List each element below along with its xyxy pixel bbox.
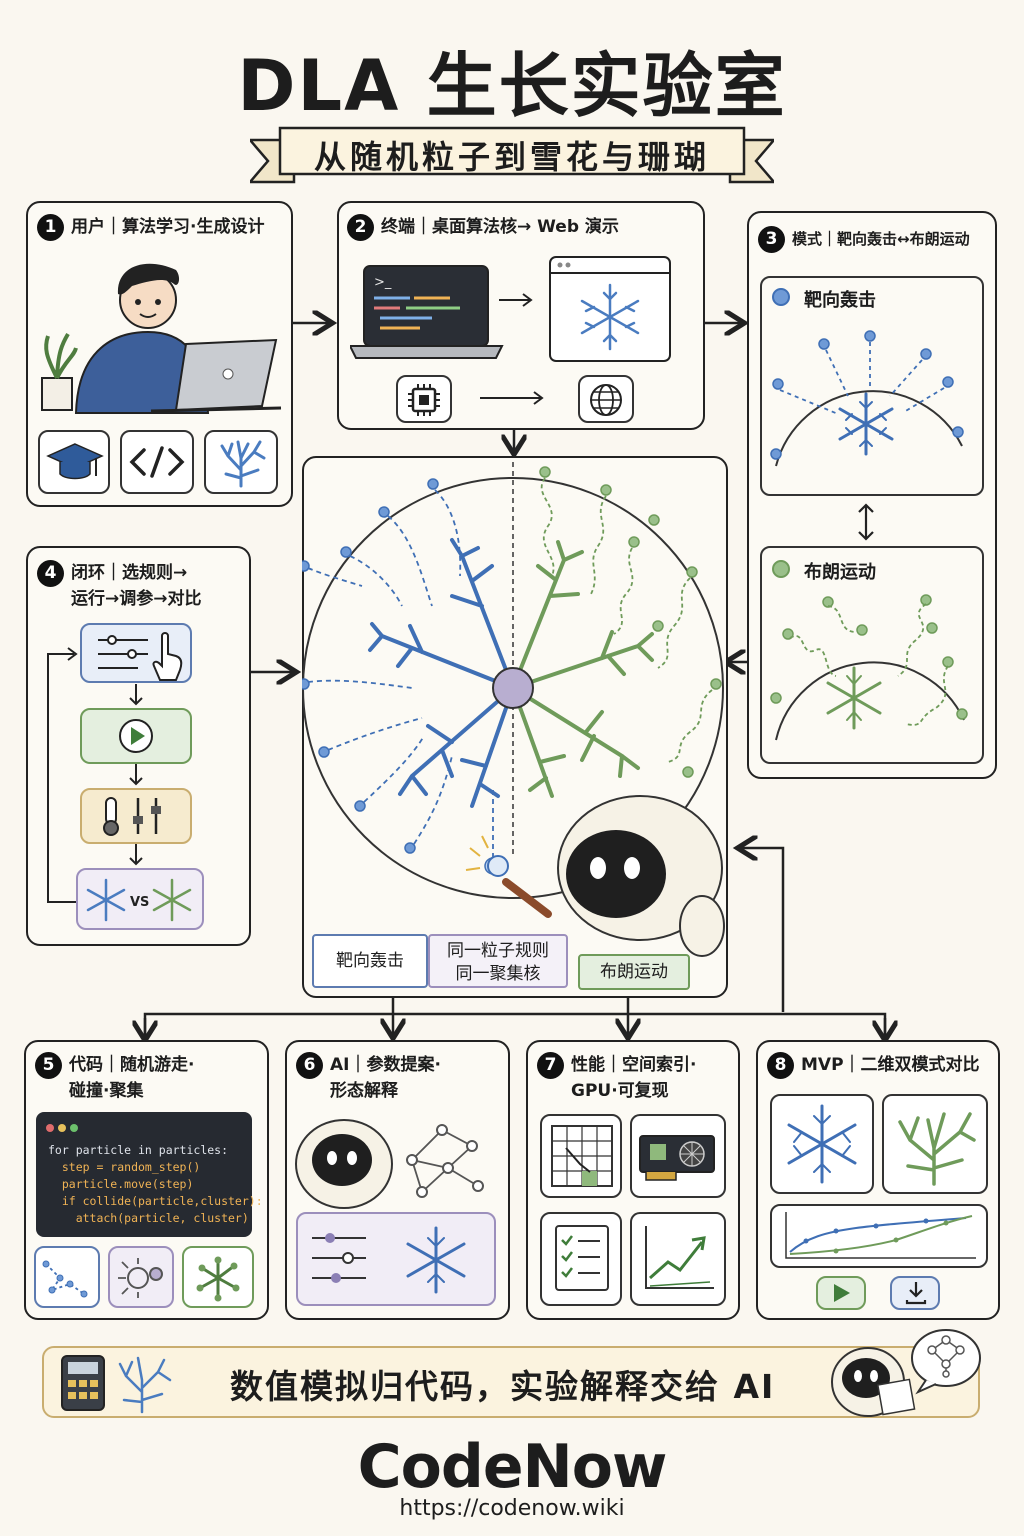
arrow-icon <box>499 293 533 307</box>
brand-url[interactable]: https://codenow.wiki <box>399 1496 625 1521</box>
green-coral-icon <box>898 1112 976 1186</box>
loop-flow <box>47 647 143 903</box>
brand-logo: CodeNow <box>357 1432 668 1502</box>
mascot-with-network-bubble <box>831 1329 981 1417</box>
run-step[interactable] <box>80 708 192 764</box>
blue-dot-icon <box>772 288 790 306</box>
checklist-icon <box>555 1225 609 1291</box>
download-icon <box>905 1282 927 1305</box>
code-snippet: for particle in particles: step = random… <box>36 1112 263 1237</box>
brownian-diagram <box>770 594 968 741</box>
globe-icon <box>590 384 622 416</box>
blue-snowflake-icon <box>787 1104 857 1184</box>
panel-code-header: 5 代码｜随机游走· 碰撞·聚集 <box>35 1052 194 1104</box>
coral-icon <box>220 440 266 488</box>
targeted-diagram <box>770 330 964 467</box>
panel-loop-header: 4 闭环｜选规则→ 运行→调参→对比 <box>37 560 202 612</box>
step-number: 3 <box>758 226 785 253</box>
panel-terminal-header: 2 终端｜桌面算法核→ Web 演示 <box>347 214 619 241</box>
panel-performance-header: 7 性能｜空间索引· GPU·可复现 <box>537 1052 696 1104</box>
panel-loop-title-2: 运行→调参→对比 <box>71 589 202 609</box>
panel-loop-title-1: 闭环｜选规则→ <box>71 563 188 583</box>
compare-snowflakes: VS <box>86 878 192 922</box>
mode-brownian-label: 布朗运动 <box>804 562 876 583</box>
panel-ai-title-1: AI｜参数提案· <box>330 1055 441 1075</box>
code-brackets-icon <box>129 446 185 478</box>
step-number: 5 <box>35 1052 62 1079</box>
panel-ai-header: 6 AI｜参数提案· 形态解释 <box>296 1052 441 1104</box>
step-number: 2 <box>347 214 374 241</box>
mascot <box>465 795 725 957</box>
subtitle: 从随机粒子到雪花与珊瑚 <box>313 138 710 176</box>
trend-up-icon <box>645 1226 714 1289</box>
random-walk-icon <box>42 1260 88 1298</box>
tag-shared-rules-line2: 同一聚集核 <box>455 964 541 984</box>
panel-performance-title-2: GPU·可复现 <box>571 1081 669 1101</box>
panel-user-header: 1 用户｜算法学习·生成设计 <box>37 214 264 241</box>
ai-mascot-network <box>295 1119 484 1209</box>
step-number: 7 <box>537 1052 564 1079</box>
browser-window <box>549 256 671 362</box>
panel-code-title-2: 碰撞·聚集 <box>69 1081 144 1101</box>
dla-growth-diagram <box>302 462 725 957</box>
step-number: 8 <box>767 1052 794 1079</box>
tag-shared-rules: 同一粒子规则 同一聚集核 <box>428 934 568 988</box>
mode-targeted-label: 靶向轰击 <box>804 290 876 311</box>
page-title: DLA 生长实验室 <box>237 45 787 127</box>
panel-mvp-header: 8 MVP｜二维双模式对比 <box>767 1052 980 1079</box>
step-number: 1 <box>37 214 64 241</box>
gpu-icon <box>639 1135 715 1181</box>
panel-user-title: 用户｜算法学习·生成设计 <box>71 217 265 237</box>
panel-performance-title-1: 性能｜空间索引· <box>571 1055 697 1075</box>
ribbon-banner <box>250 126 774 184</box>
collision-card <box>108 1246 174 1308</box>
tag-shared-rules-line1: 同一粒子规则 <box>447 941 549 961</box>
collision-icon <box>118 1258 163 1298</box>
mode-brownian-card[interactable] <box>760 546 984 764</box>
summary-bar <box>42 1346 980 1418</box>
parameter-sliders-snowflake <box>312 1226 466 1294</box>
green-dot-icon <box>772 560 790 578</box>
code-line: if collide(particle,cluster): <box>48 1194 263 1208</box>
step-number: 6 <box>296 1052 323 1079</box>
sliders-hand-icon <box>98 632 183 681</box>
aggregate-card <box>182 1246 254 1308</box>
summary-text: 数值模拟归代码，实验解释交给 AI <box>230 1367 776 1406</box>
mvp-comparison-chart <box>785 1212 976 1259</box>
code-line: for particle in particles: <box>48 1143 229 1157</box>
tag-targeted: 靶向轰击 <box>312 934 428 988</box>
tag-brownian: 布朗运动 <box>578 954 690 990</box>
graduation-cap-icon <box>46 443 104 480</box>
terminal-prompt: >_ <box>374 275 392 290</box>
code-line: step = random_step() <box>48 1160 201 1174</box>
arrow-icon <box>480 391 544 405</box>
compare-step[interactable] <box>76 868 204 930</box>
panel-mvp-title: MVP｜二维双模式对比 <box>801 1055 980 1075</box>
panel-modes-header: 3 模式｜靶向轰击↔布朗运动 <box>758 226 970 253</box>
play-icon <box>834 1284 850 1302</box>
swap-arrow-icon <box>858 503 874 541</box>
code-line: attach(particle, cluster) <box>48 1211 249 1225</box>
panel-modes-title: 模式｜靶向轰击↔布朗运动 <box>792 230 970 248</box>
play-icon <box>119 719 153 753</box>
vs-label: VS <box>130 895 149 910</box>
calculator-coral-icons <box>61 1355 172 1414</box>
step-number: 4 <box>37 560 64 587</box>
thermometer-sliders-icon <box>103 797 161 836</box>
user-illustration <box>41 263 282 414</box>
panel-code-title-1: 代码｜随机游走· <box>69 1055 195 1075</box>
random-walk-card <box>34 1246 100 1308</box>
laptop-terminal: >_ <box>350 265 504 359</box>
aggregate-icon <box>196 1256 240 1302</box>
cpu-chip-icon <box>408 384 440 416</box>
panel-terminal-title: 终端｜桌面算法核→ Web 演示 <box>381 217 619 237</box>
code-line: particle.move(step) <box>48 1177 194 1191</box>
panel-ai-title-2: 形态解释 <box>330 1081 398 1101</box>
grid-index-icon <box>551 1125 613 1187</box>
